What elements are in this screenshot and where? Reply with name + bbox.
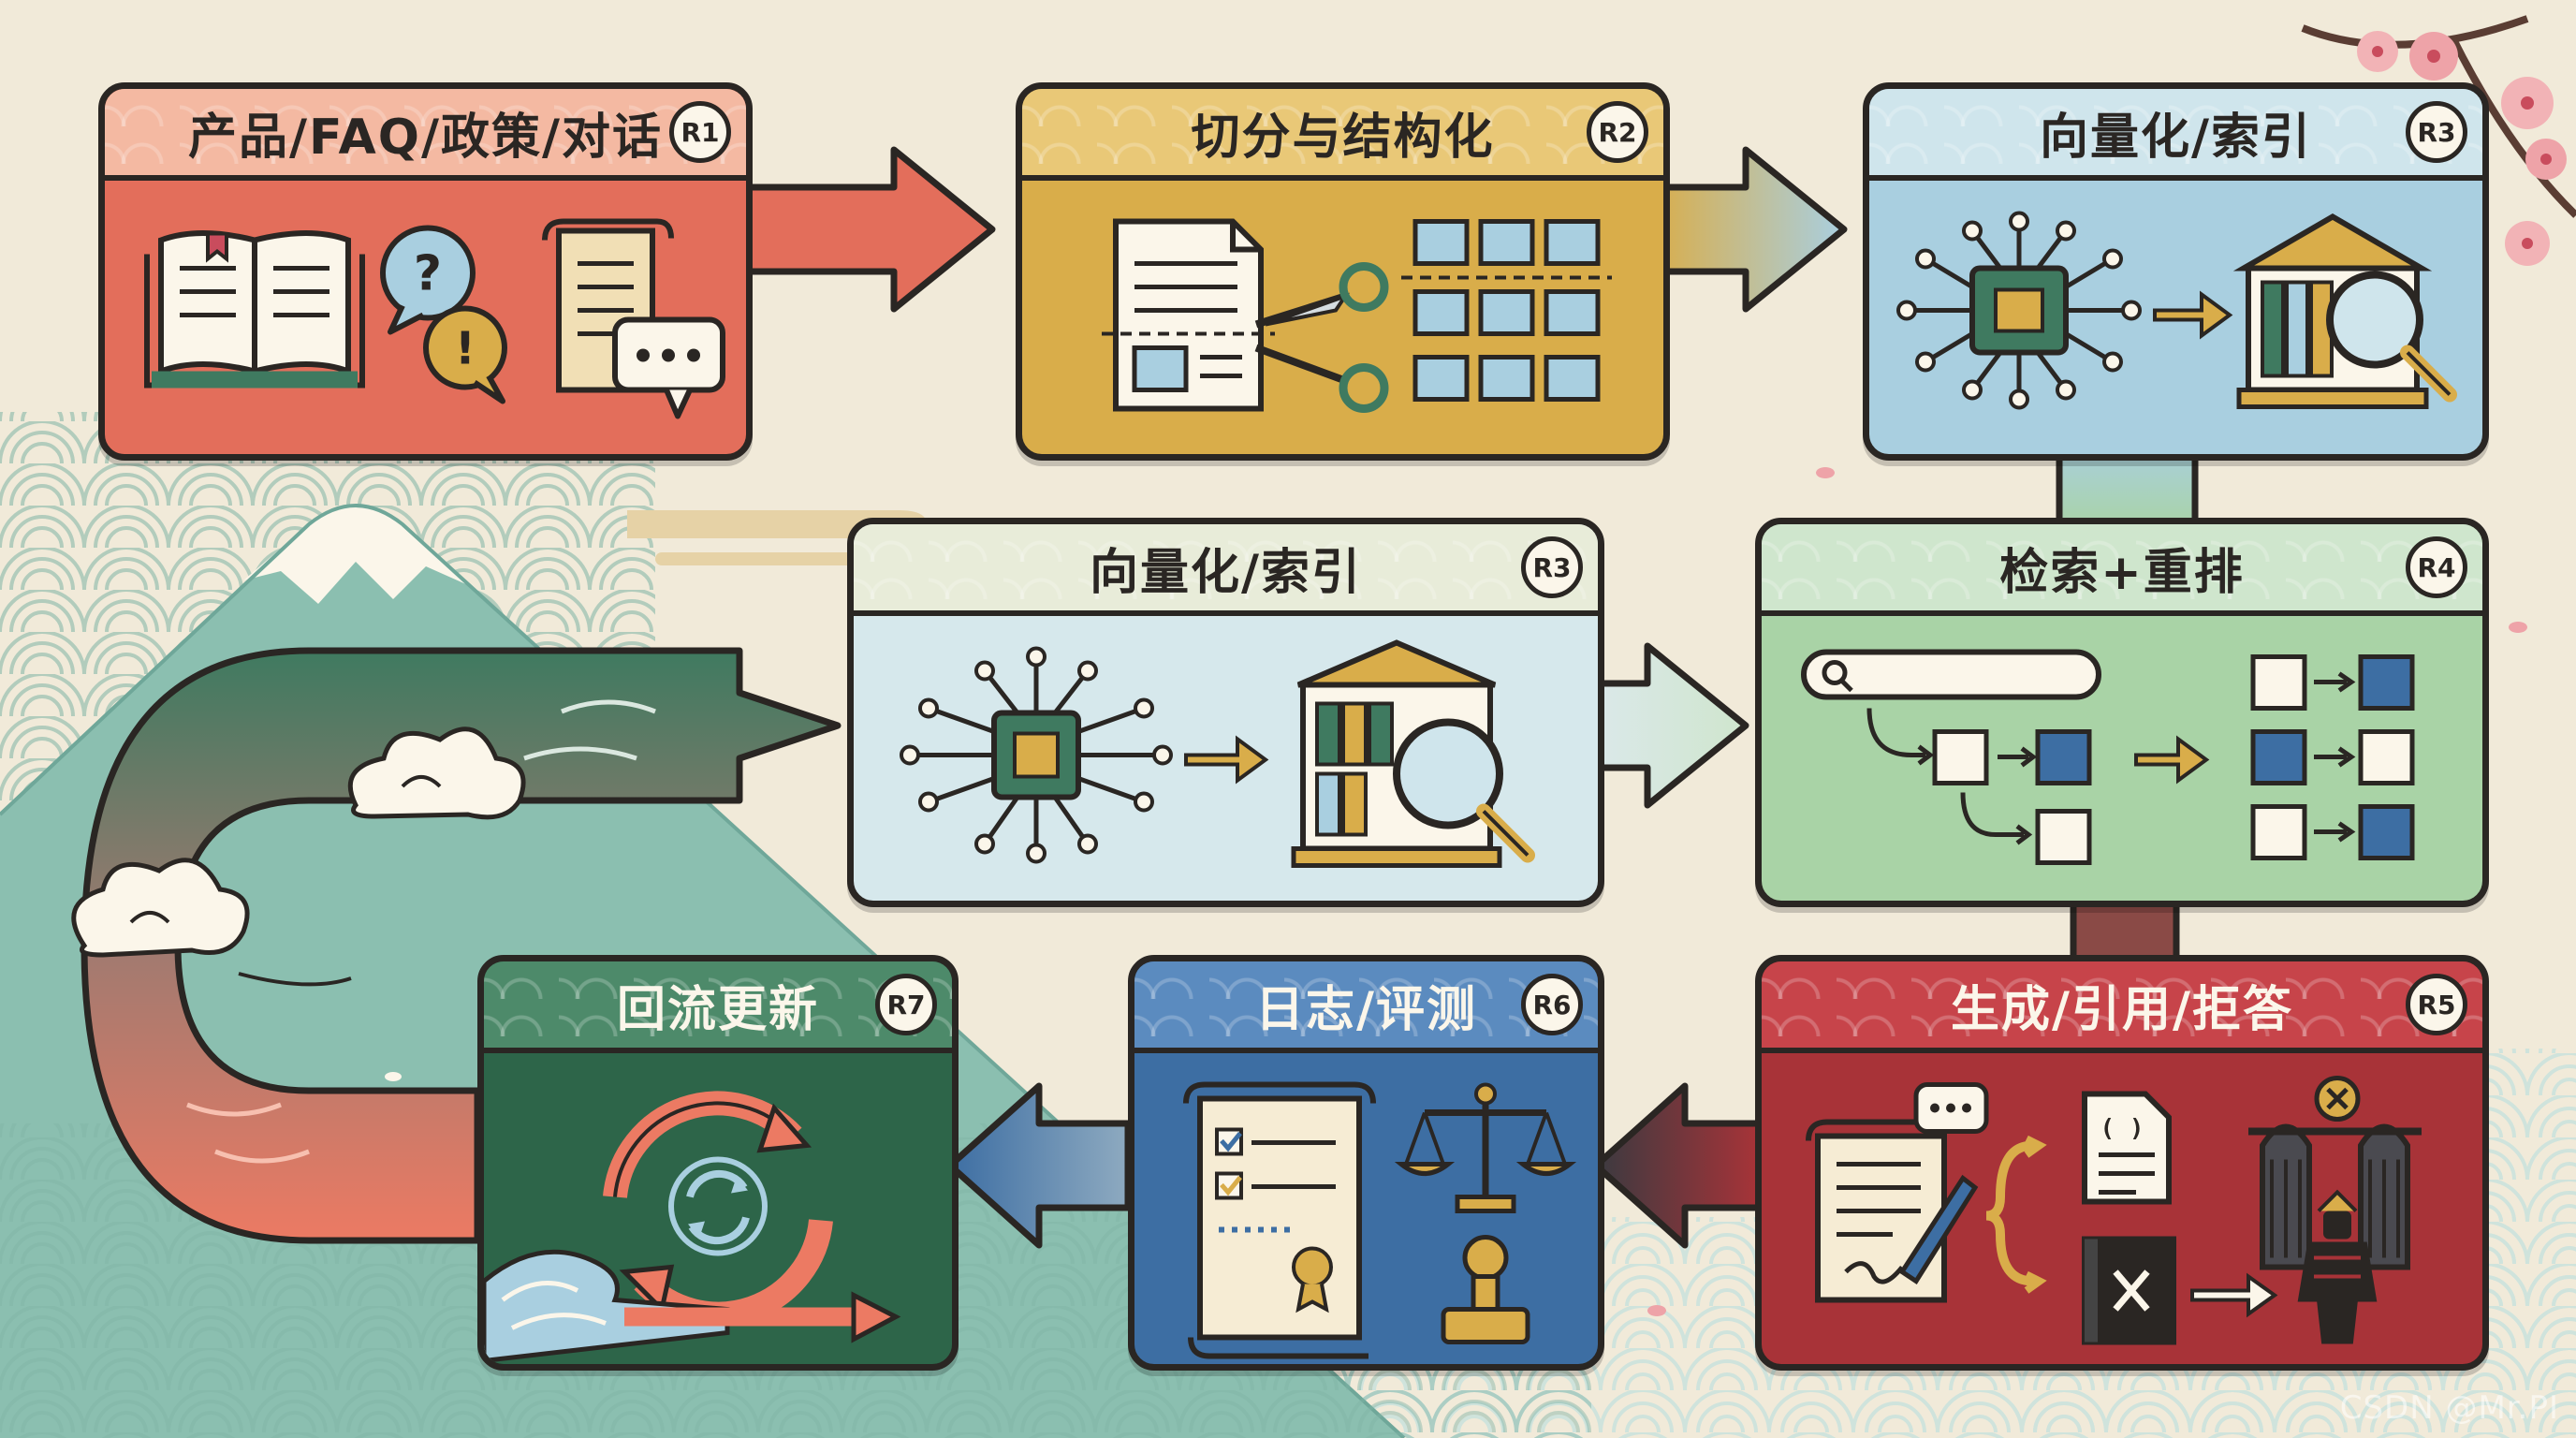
step-illustration <box>1869 181 2482 454</box>
step-card-r6: 日志/评测 R6 <box>1128 955 1604 1371</box>
x-circle-icon <box>2314 1076 2361 1122</box>
arrow-icon <box>2134 735 2210 785</box>
checklist-scroll-icon <box>1183 1081 1376 1359</box>
step-badge: R7 <box>875 974 937 1035</box>
svg-text:?: ? <box>414 246 442 302</box>
question-bubble-icon: ? <box>380 225 476 335</box>
arrow-r2-r3 <box>1648 146 1848 313</box>
step-illustration: ( ) <box>1762 1053 2482 1364</box>
cherry-blossom-icon <box>385 15 2576 1316</box>
arrow-icon <box>2153 290 2233 340</box>
arrow-loop-r7-r3 <box>80 647 842 1244</box>
step-card-r3-mid: 向量化/索引 R3 <box>847 518 1604 907</box>
step-illustration <box>1762 616 2482 901</box>
step-card-r7: 回流更新 R7 <box>477 955 959 1371</box>
rerank-grid-icon <box>2250 654 2415 860</box>
svg-text:!: ! <box>455 323 476 375</box>
step-card-r3-top: 向量化/索引 R3 <box>1863 82 2489 461</box>
step-title: 向量化/索引 <box>2040 109 2312 166</box>
step-title: 切分与结构化 <box>1191 109 1495 166</box>
step-card-r2: 切分与结构化 R2 <box>1016 82 1670 461</box>
step-title: 向量化/索引 <box>1090 544 1362 601</box>
open-book-icon <box>144 230 365 389</box>
refresh-cycle-icon <box>603 1091 833 1327</box>
magnifier-icon <box>1393 718 1535 863</box>
quill-document-icon <box>1806 1082 1989 1303</box>
step-badge: R6 <box>1521 974 1583 1035</box>
arrow-r6-r7 <box>946 1082 1132 1249</box>
step-card-r5: 生成/引用/拒答 R5 ( ) <box>1755 955 2489 1371</box>
step-badge: R2 <box>1587 101 1648 163</box>
step-illustration <box>854 616 1598 901</box>
step-title: 产品/FAQ/政策/对话 <box>188 109 663 166</box>
step-header: 生成/引用/拒答 R5 <box>1762 961 2482 1053</box>
step-header: 向量化/索引 R3 <box>854 524 1598 616</box>
step-title: 检索+重排 <box>1999 544 2245 601</box>
reject-box-icon <box>2082 1236 2176 1345</box>
step-card-r1: 产品/FAQ/政策/对话 R1 ? ! <box>98 82 753 461</box>
step-header: 产品/FAQ/政策/对话 R1 <box>105 89 746 181</box>
step-header: 检索+重排 R4 <box>1762 524 2482 616</box>
step-illustration: ? ! <box>105 181 746 454</box>
arrow-r5-r6 <box>1592 1082 1764 1249</box>
step-header: 向量化/索引 R3 <box>1869 89 2482 181</box>
magnifier-icon <box>2326 271 2457 403</box>
step-badge: R5 <box>2406 974 2467 1035</box>
chip-icon <box>1896 211 2142 410</box>
citation-document-icon: ( ) <box>2082 1091 2172 1205</box>
arrow-icon <box>1184 735 1269 785</box>
watermark: CSDN @Mr.PI <box>2339 1389 2559 1427</box>
step-title: 回流更新 <box>616 981 819 1038</box>
step-header: 切分与结构化 R2 <box>1022 89 1663 181</box>
step-illustration <box>1134 1053 1598 1364</box>
wave-icon <box>484 1249 901 1364</box>
arrow-r3-r4 <box>1588 642 1749 809</box>
search-bar-icon <box>1801 649 2101 700</box>
cloud-icon <box>71 726 526 987</box>
samurai-icon <box>2297 1189 2378 1344</box>
brace-icon <box>1985 1135 2047 1294</box>
arrow-icon <box>2190 1272 2278 1318</box>
chip-icon <box>900 646 1173 864</box>
chat-bubble-icon <box>612 316 725 419</box>
step-badge: R3 <box>1521 536 1583 598</box>
scissors-icon <box>1254 262 1389 413</box>
exclamation-bubble-icon: ! <box>423 305 507 404</box>
branch-arrows-icon <box>1866 708 2092 865</box>
step-badge: R4 <box>2406 536 2467 598</box>
step-illustration <box>1022 181 1663 454</box>
step-header: 回流更新 R7 <box>484 961 952 1053</box>
document-icon <box>1102 218 1275 412</box>
step-badge: R3 <box>2406 101 2467 163</box>
step-badge: R1 <box>669 101 731 163</box>
step-title: 日志/评测 <box>1255 981 1477 1038</box>
gate-icon <box>2248 1123 2422 1270</box>
step-card-r4: 检索+重排 R4 <box>1755 518 2489 907</box>
chunk-grid-icon <box>1401 219 1612 402</box>
seal-stamp-icon <box>1441 1235 1530 1344</box>
step-illustration <box>484 1053 952 1364</box>
svg-text:( ): ( ) <box>2100 1115 2144 1143</box>
arrow-r1-r2 <box>736 146 996 313</box>
step-title: 生成/引用/拒答 <box>1951 981 2293 1038</box>
step-header: 日志/评测 R6 <box>1134 961 1598 1053</box>
scales-icon <box>1394 1082 1577 1213</box>
